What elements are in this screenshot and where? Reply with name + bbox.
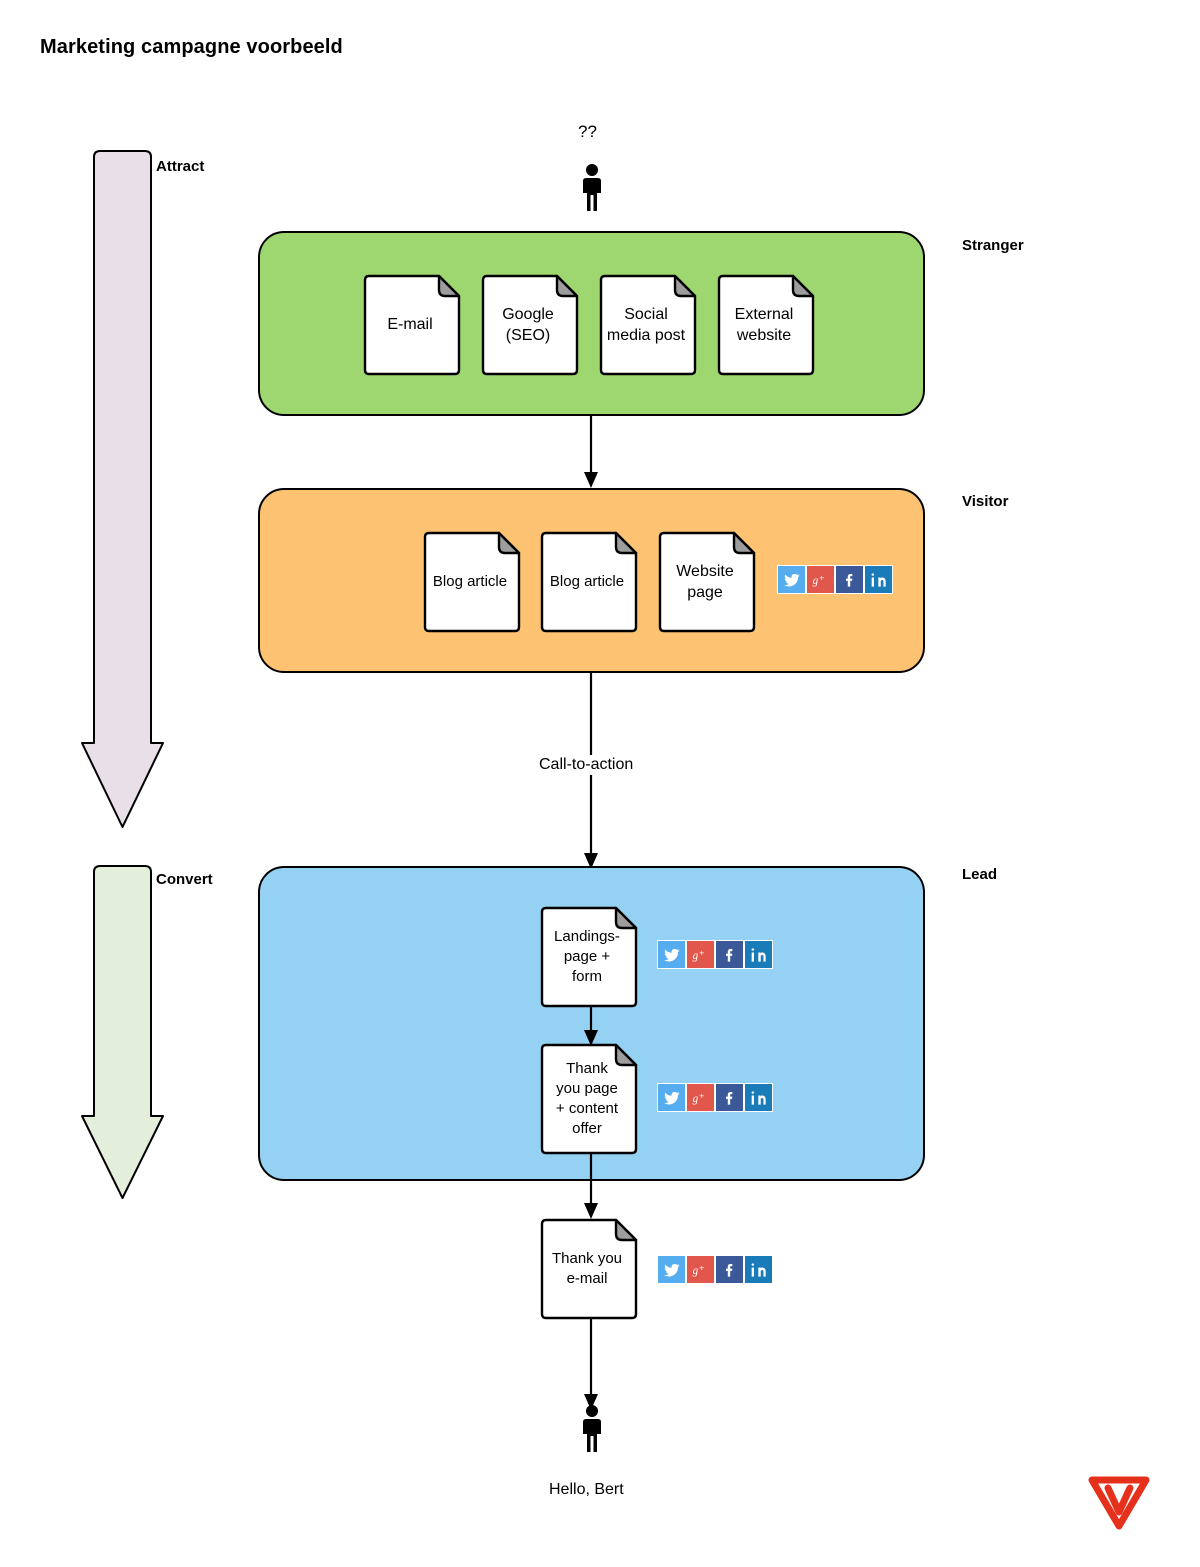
facebook-icon[interactable] — [716, 941, 743, 968]
google-plus-icon[interactable]: g+ — [687, 1256, 714, 1283]
twitter-icon[interactable] — [658, 1084, 685, 1111]
social-share-bar-thankyou-page[interactable]: g+ — [657, 1083, 773, 1112]
doc-card-social-media-post[interactable]: Social media post — [599, 274, 697, 376]
svg-text:+: + — [699, 947, 704, 957]
twitter-icon[interactable] — [778, 566, 805, 593]
google-plus-icon[interactable]: g+ — [807, 566, 834, 593]
doc-label: Blog article — [549, 573, 625, 591]
page-title: Marketing campagne voorbeeld — [40, 36, 343, 58]
svg-text:g: g — [693, 949, 699, 961]
phase-arrow-convert — [75, 858, 170, 1206]
doc-card-google-seo[interactable]: Google (SEO) — [481, 274, 579, 376]
facebook-icon[interactable] — [836, 566, 863, 593]
connector-email-to-lead-person — [574, 1318, 608, 1412]
phase-label-attract: Attract — [156, 158, 205, 175]
phase-label-convert: Convert — [156, 871, 213, 888]
doc-label: Blog article — [432, 573, 508, 591]
bottom-caption-hello-bert: Hello, Bert — [549, 1481, 624, 1498]
linkedin-icon[interactable] — [745, 1256, 772, 1283]
person-stranger-icon — [575, 163, 609, 213]
linkedin-icon[interactable] — [745, 1084, 772, 1111]
connector-thankyou-to-email — [574, 1153, 608, 1221]
phase-arrow-attract — [75, 143, 170, 835]
doc-card-thank-you-email[interactable]: Thank you e-mail — [540, 1218, 638, 1320]
doc-card-external-website[interactable]: External website — [717, 274, 815, 376]
social-share-bar-visitor[interactable]: g+ — [777, 565, 893, 594]
doc-card-blog-article-2[interactable]: Blog article — [540, 531, 638, 633]
google-plus-icon[interactable]: g+ — [687, 941, 714, 968]
doc-card-thank-you-page[interactable]: Thank you page + content offer — [540, 1043, 638, 1155]
google-plus-icon[interactable]: g+ — [687, 1084, 714, 1111]
svg-text:+: + — [699, 1090, 704, 1100]
doc-label: Thank you page + content offer — [555, 1060, 619, 1137]
svg-text:g: g — [813, 574, 819, 586]
w-logo — [1084, 1474, 1154, 1532]
svg-text:g: g — [693, 1264, 699, 1276]
doc-label: Google (SEO) — [502, 305, 554, 344]
doc-card-website-page[interactable]: Website page — [658, 531, 756, 633]
facebook-icon[interactable] — [716, 1256, 743, 1283]
stage-label-stranger: Stranger — [962, 237, 1024, 254]
social-share-bar-thankyou-email[interactable]: g+ — [657, 1255, 773, 1284]
doc-label: Social media post — [606, 305, 686, 344]
stage-label-lead: Lead — [962, 866, 998, 883]
connector-landingspage-to-thankyou — [574, 1006, 608, 1048]
doc-card-email[interactable]: E-mail — [363, 274, 461, 376]
twitter-icon[interactable] — [658, 941, 685, 968]
person-lead-icon — [575, 1404, 609, 1454]
doc-label: External website — [734, 305, 794, 344]
edge-label-call-to-action: Call-to-action — [533, 755, 640, 775]
doc-card-blog-article-1[interactable]: Blog article — [423, 531, 521, 633]
stage-box-stranger — [258, 231, 925, 416]
twitter-icon[interactable] — [658, 1256, 685, 1283]
doc-label: Website page — [676, 562, 734, 601]
svg-text:+: + — [699, 1262, 704, 1272]
linkedin-icon[interactable] — [745, 941, 772, 968]
svg-text:g: g — [693, 1092, 699, 1104]
top-question-mark: ?? — [578, 122, 597, 141]
doc-label: E-mail — [387, 316, 433, 334]
linkedin-icon[interactable] — [865, 566, 892, 593]
doc-card-landingspage-form[interactable]: Landings- page + form — [540, 906, 638, 1008]
facebook-icon[interactable] — [716, 1084, 743, 1111]
connector-stranger-to-visitor — [574, 414, 608, 490]
doc-label: Landings- page + form — [554, 928, 620, 985]
social-share-bar-landingspage[interactable]: g+ — [657, 940, 773, 969]
svg-text:+: + — [819, 572, 824, 582]
doc-label: Thank you e-mail — [551, 1250, 623, 1287]
stage-label-visitor: Visitor — [962, 493, 1009, 510]
